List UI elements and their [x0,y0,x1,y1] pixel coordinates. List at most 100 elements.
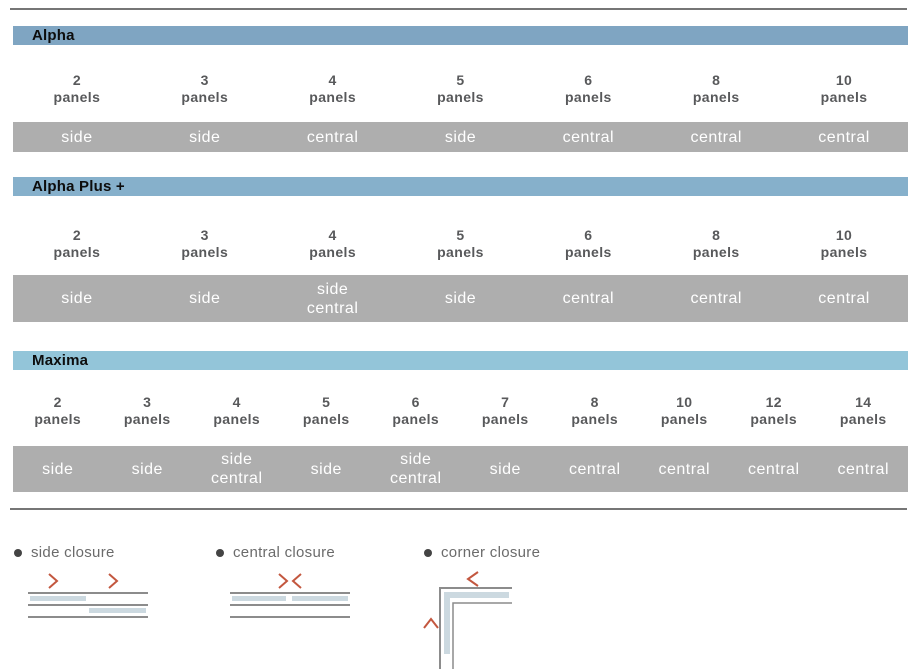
closure-type-cell: central [568,460,621,478]
panel-count-cell: 10 panels [640,394,730,428]
panel-unit: panels [309,244,357,260]
legend-label: central closure [233,544,336,561]
panel-count: 4 [328,227,337,243]
closure-type-cell: side [444,128,477,146]
arrow-right-icon [108,573,119,589]
panel-unit: panels [692,244,740,260]
closure-type-cell: central [837,460,890,478]
panel-unit: panels [564,244,612,260]
alpha-panel-counts: 2 panels 3 panels 4 panels 5 panels 6 pa… [13,72,908,106]
maxima-panel-counts: 2 panels 3 panels 4 panels 5 panels 6 pa… [13,394,908,428]
panel-count: 3 [200,227,209,243]
closure-type-cell: side [310,460,342,478]
panel-bar [89,608,146,613]
panel-count-cell: 6 panels [371,394,461,428]
section-header-maxima: Maxima [13,351,908,370]
panel-count-cell: 14 panels [819,394,909,428]
alpha-closure-bar: side side central side central central c… [13,122,908,152]
track-line [28,616,148,618]
panel-count-cell: 5 panels [397,72,525,106]
section-title: Maxima [32,352,89,369]
panel-count-cell: 7 panels [461,394,551,428]
panel-count-cell: 3 panels [141,227,269,261]
panel-count: 7 [501,394,510,410]
panel-unit: panels [660,411,708,427]
panel-count: 8 [712,72,721,88]
panel-unit: panels [392,411,440,427]
panel-count-cell: 3 panels [141,72,269,106]
panel-unit: panels [53,244,101,260]
bullet-icon [424,548,432,557]
bullet-icon [216,548,224,557]
track-line [439,587,512,669]
panel-count: 6 [584,72,593,88]
panel-count-cell: 2 panels [13,394,103,428]
section-title: Alpha [32,27,75,44]
legend-label: corner closure [441,544,541,561]
track-line [28,592,148,594]
panel-count: 10 [835,227,853,243]
panel-count: 4 [328,72,337,88]
panel-count-cell: 4 panels [192,394,282,428]
panel-count-cell: 10 panels [780,227,908,261]
panel-unit: panels [564,89,612,105]
panel-count-cell: 12 panels [729,394,819,428]
arrow-left-icon [291,573,302,589]
central-closure-diagram [230,573,350,618]
arrow-up-icon [423,617,439,629]
panel-unit: panels [437,244,484,260]
panel-count: 6 [584,227,593,243]
closure-type-cell: side [189,290,221,307]
panel-unit: panels [213,411,261,427]
panel-count-cell: 6 panels [524,227,652,261]
panel-unit: panels [181,244,229,260]
panel-unit: panels [481,411,529,427]
closure-type-cell: side central [210,451,263,487]
panel-unit: panels [820,244,868,260]
closure-type-cell: central [562,128,615,146]
panel-unit: panels [571,411,619,427]
panel-count: 5 [456,72,465,88]
arrow-right-icon [48,573,59,589]
track-line [28,604,148,606]
panel-unit: panels [309,89,357,105]
closure-type-cell: side [489,460,521,478]
closure-type-cell: side [131,460,163,478]
panel-count: 14 [855,394,872,410]
panel-count-cell: 2 panels [13,227,141,261]
alpha-plus-panel-counts: 2 panels 3 panels 4 panels 5 panels 6 pa… [13,227,908,261]
panel-count-cell: 3 panels [103,394,193,428]
arrow-left-icon [466,571,479,587]
panel-count-cell: 6 panels [524,72,652,106]
closure-type-cell: central [306,128,359,146]
panel-count: 2 [72,72,82,88]
panel-count-cell: 5 panels [397,227,525,261]
panel-unit: panels [437,89,484,105]
closure-type-cell: side [61,128,93,146]
panel-unit: panels [123,411,171,427]
panel-unit: panels [53,89,101,105]
panel-count-cell: 4 panels [269,72,397,106]
closure-type-cell: side [42,460,74,478]
alpha-plus-closure-bar: side side side central side central cent… [13,275,908,322]
panel-count-cell: 2 panels [13,72,141,106]
panel-count: 10 [835,72,853,88]
panel-count-cell: 8 panels [652,227,780,261]
panel-unit: panels [181,89,229,105]
closure-type-cell: central [818,290,870,307]
panel-bar [30,596,86,601]
panel-count: 12 [765,394,782,410]
arrow-right-icon [278,573,289,589]
panel-count-cell: 8 panels [652,72,780,106]
panel-unit: panels [302,411,350,427]
panel-count: 4 [232,394,241,410]
corner-closure-diagram [423,571,512,669]
panel-count: 8 [590,394,599,410]
panel-count: 10 [676,394,693,410]
track-line [230,604,350,606]
track-line [230,592,350,594]
section-title: Alpha Plus + [32,178,125,195]
side-closure-diagram [28,573,148,618]
closure-type-cell: side [189,128,221,146]
